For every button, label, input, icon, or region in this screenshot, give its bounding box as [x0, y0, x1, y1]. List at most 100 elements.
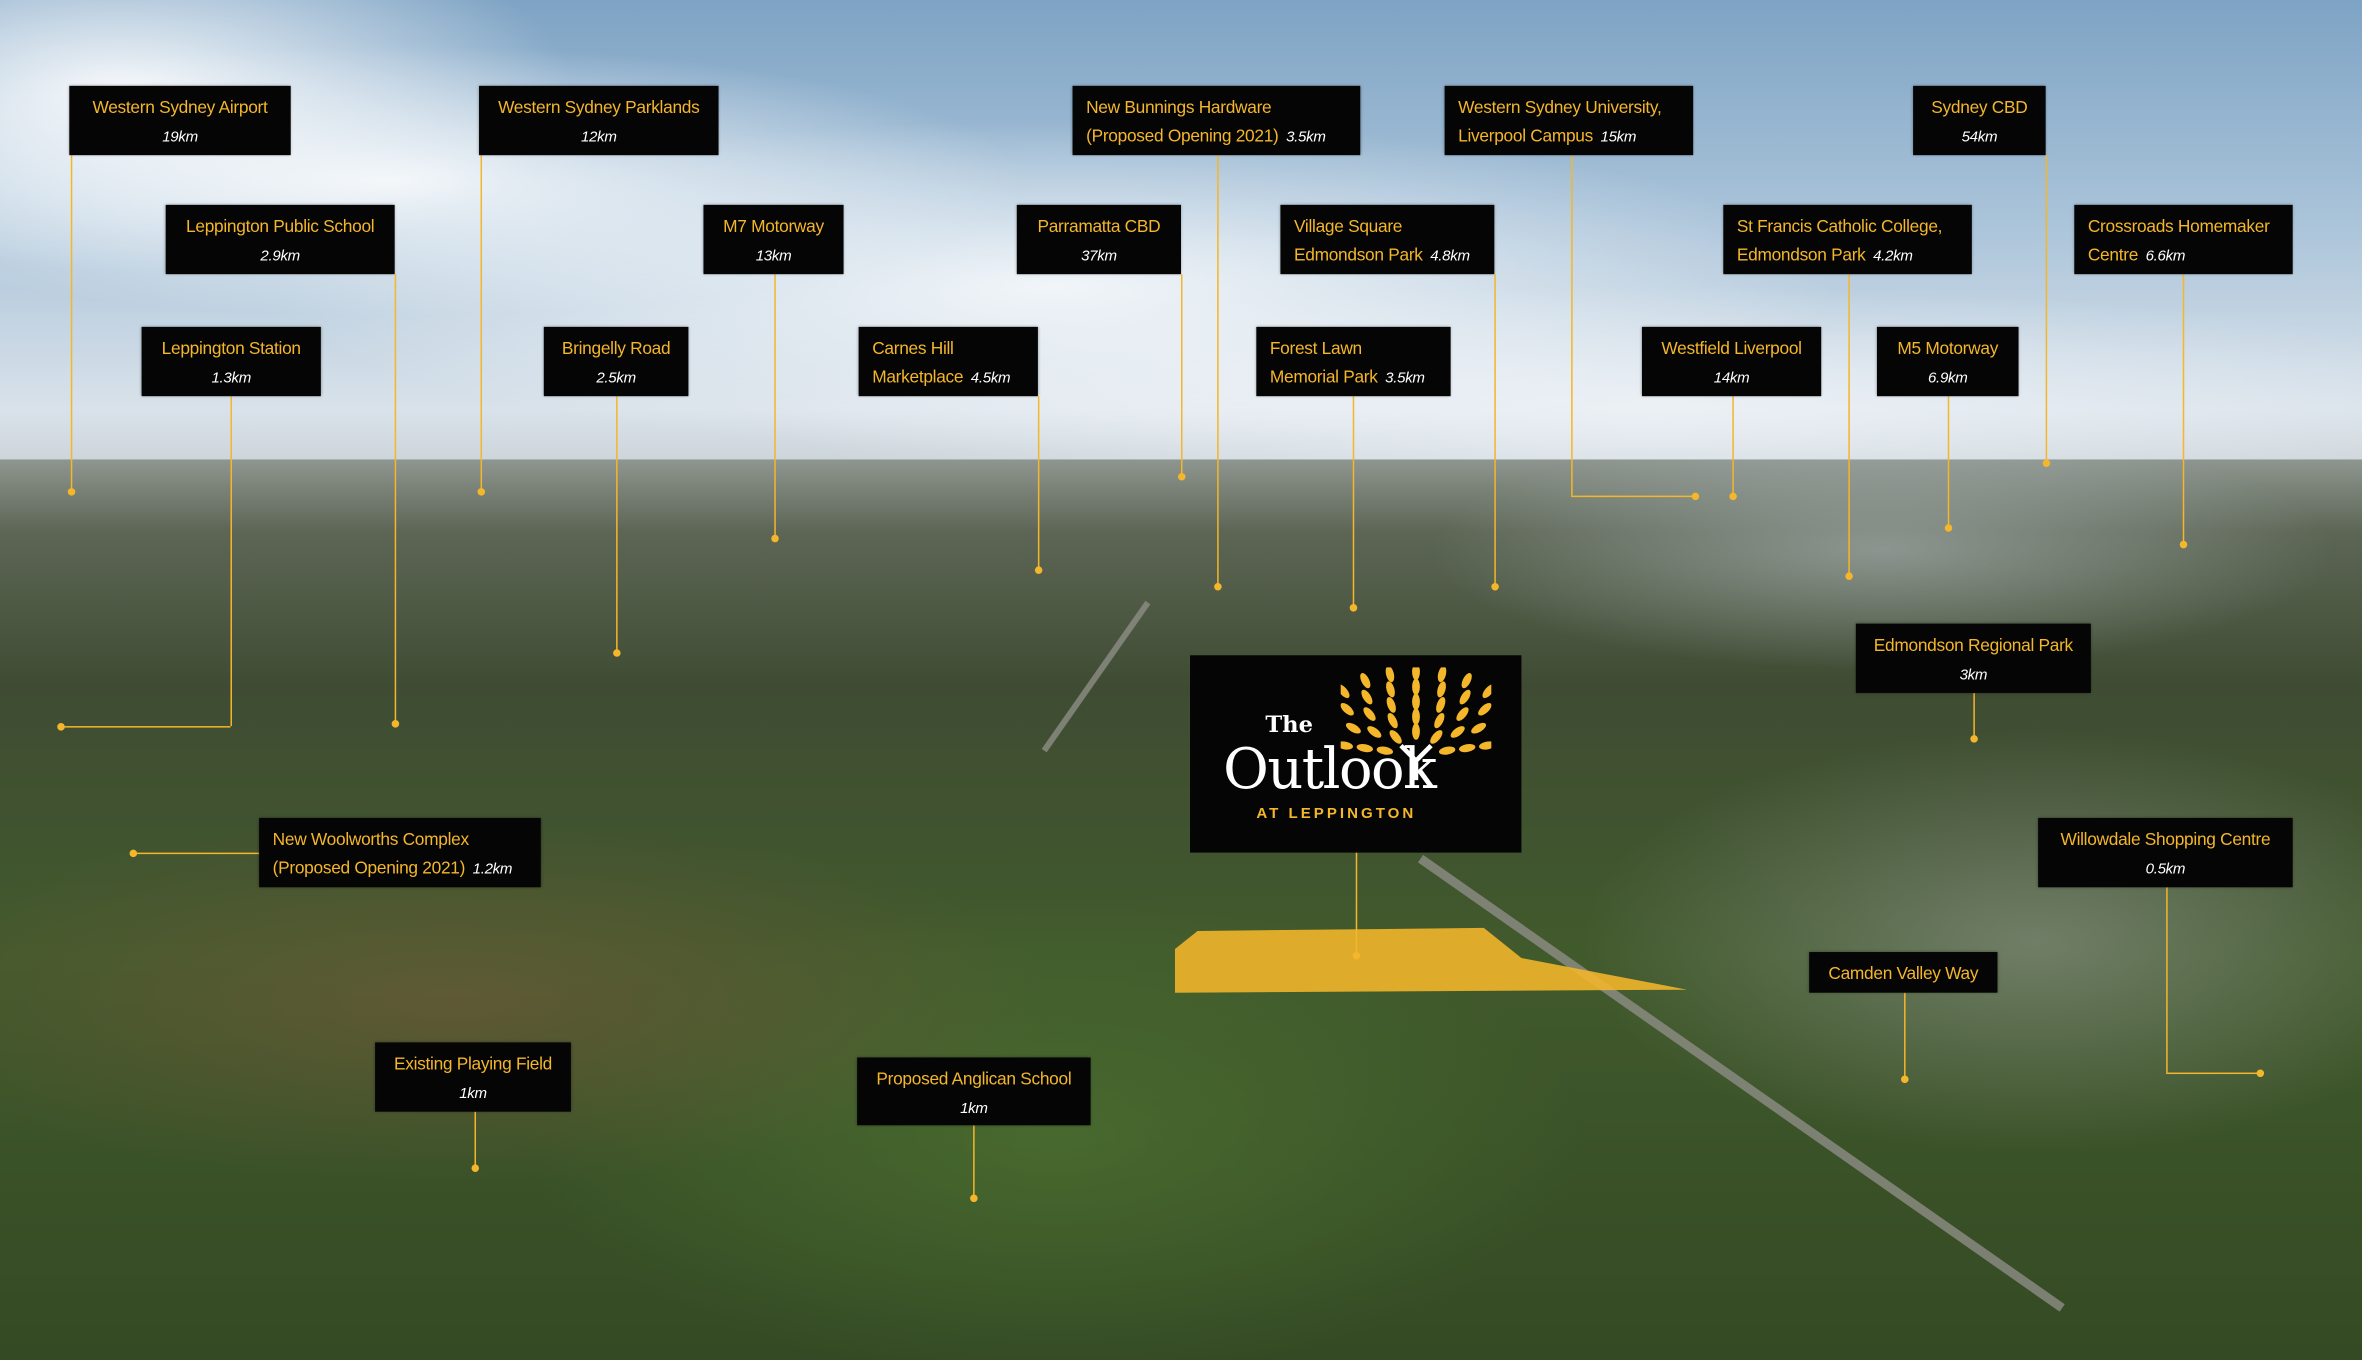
label-distance: 12km	[580, 129, 617, 147]
tree-leaf	[1450, 726, 1465, 738]
leader-line	[774, 274, 776, 538]
label-new-woolworths-complex[interactable]: New Woolworths Complex (Proposed Opening …	[259, 817, 541, 888]
tree-leaf	[1434, 713, 1445, 729]
tree-leaf	[1412, 723, 1420, 740]
leader-line	[2045, 155, 2048, 463]
label-second-line: (Proposed Opening 2021)1.2km	[273, 856, 529, 885]
leader-line	[1571, 155, 1573, 496]
leader-line	[1037, 396, 1040, 570]
tree-leaf	[1478, 702, 1492, 716]
location-marker-dot	[771, 534, 779, 543]
location-marker-dot	[1845, 572, 1853, 580]
location-marker-dot	[1491, 582, 1499, 591]
leader-line	[394, 274, 397, 724]
label-title: Village Square	[1293, 218, 1403, 237]
tree-leaf	[1363, 707, 1376, 721]
development-site-highlight	[1174, 927, 1688, 993]
location-marker-dot	[2042, 459, 2051, 467]
location-marker-dot	[1729, 492, 1737, 501]
label-title: New Woolworths Complex	[272, 831, 470, 850]
label-distance: 15km	[1600, 129, 1637, 147]
tree-leaf	[1412, 708, 1420, 725]
label-distance: 37km	[1081, 248, 1117, 266]
label-title: Sydney CBD	[1931, 99, 2028, 118]
leader-line	[2166, 887, 2168, 1073]
label-title-cont: Memorial Park	[1269, 369, 1378, 388]
label-new-bunnings-hardware[interactable]: New Bunnings Hardware (Proposed Opening 2…	[1072, 85, 1361, 156]
leader-line	[1947, 396, 1950, 528]
leader-line	[230, 396, 232, 727]
label-title-cont: Edmondson Park	[1736, 247, 1866, 266]
tree-leaf	[1412, 678, 1420, 696]
label-title: Western Sydney Airport	[92, 99, 268, 118]
leader-line	[973, 1125, 975, 1198]
label-camden-valley-way[interactable]: Camden Valley Way	[1809, 952, 1998, 993]
tree-leaf	[1456, 707, 1469, 721]
tree-leaf	[1437, 667, 1447, 683]
label-second-line: Marketplace 4.5km	[872, 365, 1026, 394]
label-distance: 4.5km	[970, 370, 1011, 388]
tree-logo-icon	[1340, 667, 1492, 781]
aerial-landscape	[0, 459, 2362, 1360]
label-title-cont: Marketplace	[872, 369, 964, 388]
tree-trunk	[1399, 744, 1433, 781]
label-distance: 19km	[162, 129, 198, 147]
label-title-cont: Liverpool Campus	[1458, 128, 1593, 147]
label-second-line: (Proposed Opening 2021)3.5km	[1086, 124, 1348, 153]
leader-line	[1732, 396, 1734, 496]
label-title: New Bunnings Hardware	[1086, 99, 1272, 118]
leader-line	[2166, 1072, 2260, 1075]
label-st-francis-college[interactable]: St Francis Catholic College,Edmondson Pa…	[1723, 204, 1972, 275]
location-marker-dot	[1944, 524, 1953, 532]
tree-leaf	[1340, 741, 1353, 750]
tree-leaf	[1385, 667, 1395, 683]
leader-line	[480, 155, 483, 492]
logo-subtitle: AT LEPPINGTON	[1256, 805, 1417, 823]
label-distance: 1km	[459, 1086, 487, 1103]
leader-line	[2182, 274, 2185, 544]
label-parramatta-cbd[interactable]: Parramatta CBD 37km	[1016, 204, 1182, 275]
label-title: Camden Valley Way	[1828, 965, 1979, 984]
leader-line	[60, 726, 231, 728]
leader-line	[1181, 274, 1183, 477]
location-marker-dot	[2256, 1069, 2265, 1078]
location-marker-dot	[391, 720, 400, 728]
label-m7-motorway[interactable]: M7 Motorway 13km	[703, 204, 844, 275]
tree-leaf	[1376, 746, 1394, 755]
label-title: M7 Motorway	[723, 218, 824, 237]
label-western-sydney-airport[interactable]: Western Sydney Airport 19km	[69, 85, 291, 156]
location-marker-dot	[1691, 492, 1700, 501]
leader-line	[616, 396, 618, 653]
tree-leaf	[1436, 696, 1446, 713]
label-title-cont: Edmondson Park	[1293, 247, 1423, 266]
leader-line	[1973, 692, 1975, 739]
label-title: Parramatta CBD	[1037, 218, 1161, 237]
tree-leaf	[1458, 743, 1476, 753]
label-western-sydney-university[interactable]: Western Sydney University,Liverpool Camp…	[1444, 85, 1694, 156]
logo-leader-line	[1355, 852, 1358, 956]
label-title: Crossroads Homemaker	[2087, 218, 2270, 237]
label-distance: 1.3km	[211, 370, 251, 388]
leader-line	[1571, 495, 1695, 498]
tree-leaf	[1345, 722, 1361, 734]
label-distance: 13km	[755, 248, 792, 266]
